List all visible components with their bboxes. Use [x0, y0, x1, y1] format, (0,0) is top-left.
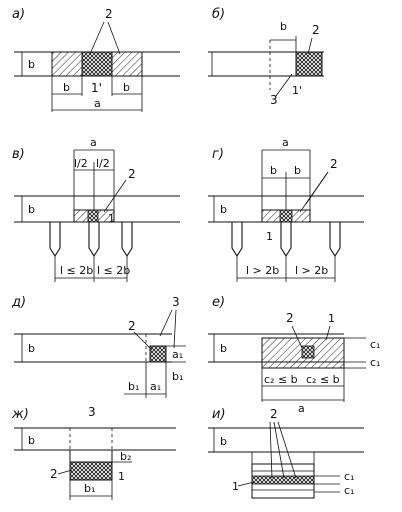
dim-a1: a₁	[150, 380, 161, 393]
dim-b-right: b	[123, 81, 130, 94]
panel-label-zh: ж)	[11, 407, 29, 422]
dim-b1: b₁	[84, 482, 95, 495]
callout-2: 2	[105, 7, 113, 21]
panel-label-e: е)	[212, 295, 225, 310]
dim-b: b	[220, 435, 227, 448]
callout-1-prime: 1'	[292, 84, 302, 97]
dim-c1-bottom: c₁	[370, 356, 380, 369]
callout-2: 2	[330, 157, 338, 171]
panel-i: и) b 2 c₁ c₁ 1	[208, 407, 364, 499]
dim-c1-top: c₁	[344, 470, 354, 483]
panel-label-d: д)	[11, 295, 26, 310]
dim-l-half-left: l/2	[74, 157, 88, 170]
panel-label-i: и)	[212, 407, 226, 422]
panel-a: а) b 2 1' b b a	[12, 7, 180, 112]
panel-label-b: б)	[212, 7, 225, 22]
dim-b-left: b	[270, 164, 277, 177]
dim-b: b	[220, 203, 227, 216]
callout-2: 2	[128, 319, 136, 333]
callout-1: 1	[266, 230, 273, 243]
dim-b1-vertical: b₁	[172, 370, 183, 383]
panel-zh: ж) b 3 b₂ 2 1 b₁	[11, 405, 176, 500]
dim-b-left: b	[63, 81, 70, 94]
callout-1: 1	[232, 480, 239, 493]
dim-l-gt-2b-left: l > 2b	[246, 264, 279, 277]
callout-1: 1	[118, 470, 125, 483]
dim-b: b	[28, 203, 35, 216]
dim-b2: b₂	[120, 450, 131, 463]
panel-label-a: а)	[12, 7, 25, 22]
dim-l-le-2b-left: l ≤ 2b	[60, 264, 93, 277]
panel-label-g: г)	[212, 147, 224, 162]
dim-c2-right: c₂ ≤ b	[306, 373, 340, 386]
callout-3: 3	[172, 295, 180, 309]
dim-c2-left: c₂ ≤ b	[264, 373, 298, 386]
callout-3: 3	[88, 405, 96, 419]
dim-a: a	[94, 97, 101, 110]
panel-b: б) b 2 3 1'	[208, 7, 324, 107]
dim-a: a	[90, 136, 97, 149]
callout-2: 2	[50, 467, 58, 481]
dim-c1-bottom: c₁	[344, 484, 354, 497]
panel-d: д) b 2 3 a₁ b₁ b₁ a₁	[11, 295, 186, 398]
dim-a: a	[282, 136, 289, 149]
dim-a: a	[298, 402, 305, 415]
callout-2: 2	[286, 311, 294, 325]
callout-1: 1	[108, 212, 115, 225]
panel-label-v: в)	[12, 147, 25, 162]
callout-3: 3	[270, 93, 278, 107]
dim-l-le-2b-right: l ≤ 2b	[97, 264, 130, 277]
dim-l-gt-2b-right: l > 2b	[295, 264, 328, 277]
panel-g: г) b a b b 2 1 l > 2b l > 2b	[208, 136, 364, 282]
callout-2: 2	[128, 167, 136, 181]
dim-b1: b₁	[128, 380, 139, 393]
dim-b: b	[280, 20, 287, 33]
dim-b: b	[28, 434, 35, 447]
dim-l-half-right: l/2	[96, 157, 110, 170]
callout-1-prime: 1'	[91, 81, 102, 95]
panel-e: е) b 2 1 c₁ c₁ c₂ ≤ b c₂ ≤ b a	[208, 295, 380, 415]
panel-v: в) b a l/2 l/2 2 1 l ≤ 2b l ≤ 2b	[12, 136, 180, 282]
callout-2: 2	[270, 407, 278, 421]
dim-c1-top: c₁	[370, 338, 380, 351]
callout-1: 1	[328, 312, 335, 325]
dim-a1-vertical: a₁	[172, 348, 183, 361]
dim-b-right: b	[294, 164, 301, 177]
dim-b: b	[220, 342, 227, 355]
callout-2: 2	[312, 23, 320, 37]
dim-b: b	[28, 58, 35, 71]
dim-b: b	[28, 342, 35, 355]
